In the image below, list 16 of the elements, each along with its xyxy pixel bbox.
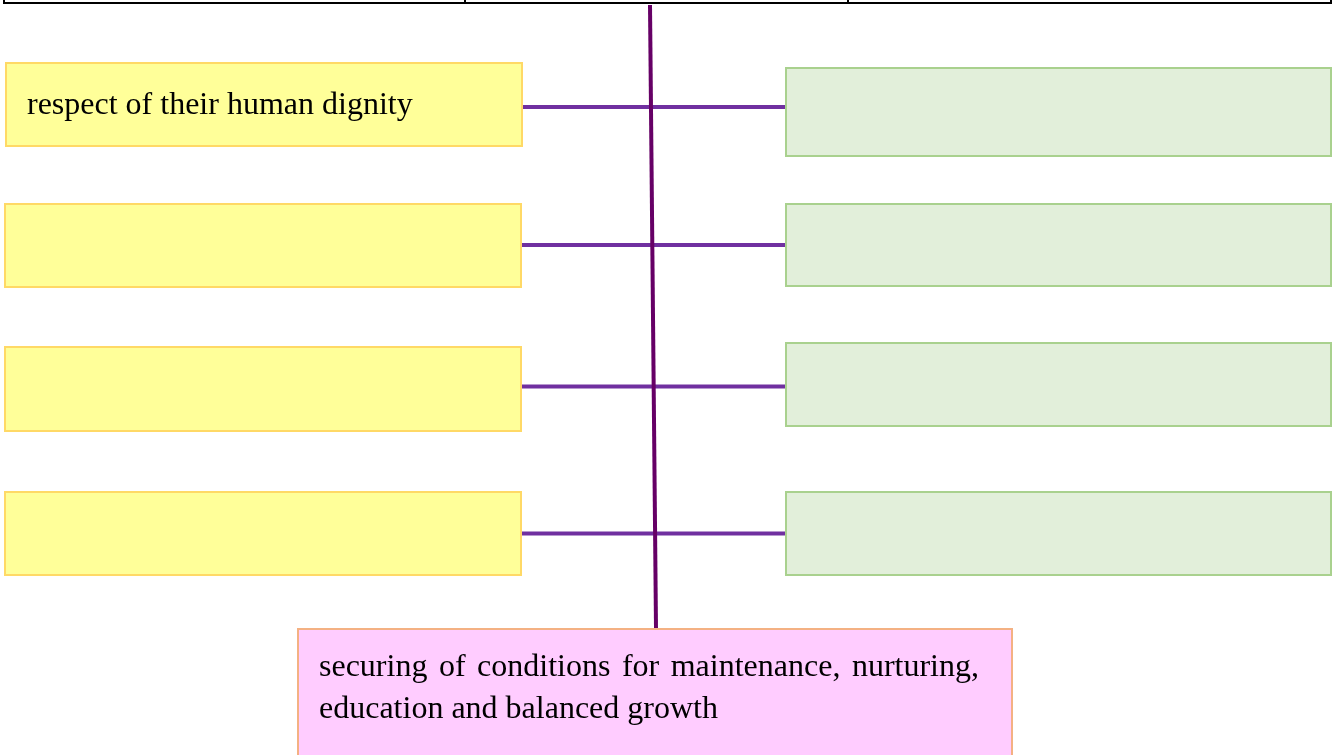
empty-box (785, 67, 1332, 157)
box-text: securing of conditions for maintenance, nurturing, education and balanced growth (319, 646, 979, 727)
connector-line (522, 243, 785, 247)
text-box (297, 628, 1013, 755)
text-box (5, 62, 523, 147)
connector-line (522, 531, 785, 536)
empty-box (785, 491, 1332, 576)
empty-box (785, 203, 1332, 287)
empty-box (4, 491, 522, 576)
empty-box (4, 203, 522, 288)
empty-box (4, 346, 522, 432)
box-text: respect of their human dignity (27, 84, 413, 123)
spine-line (648, 5, 658, 628)
connector-line (523, 105, 785, 109)
connector-line (522, 384, 785, 389)
empty-box (785, 342, 1332, 427)
